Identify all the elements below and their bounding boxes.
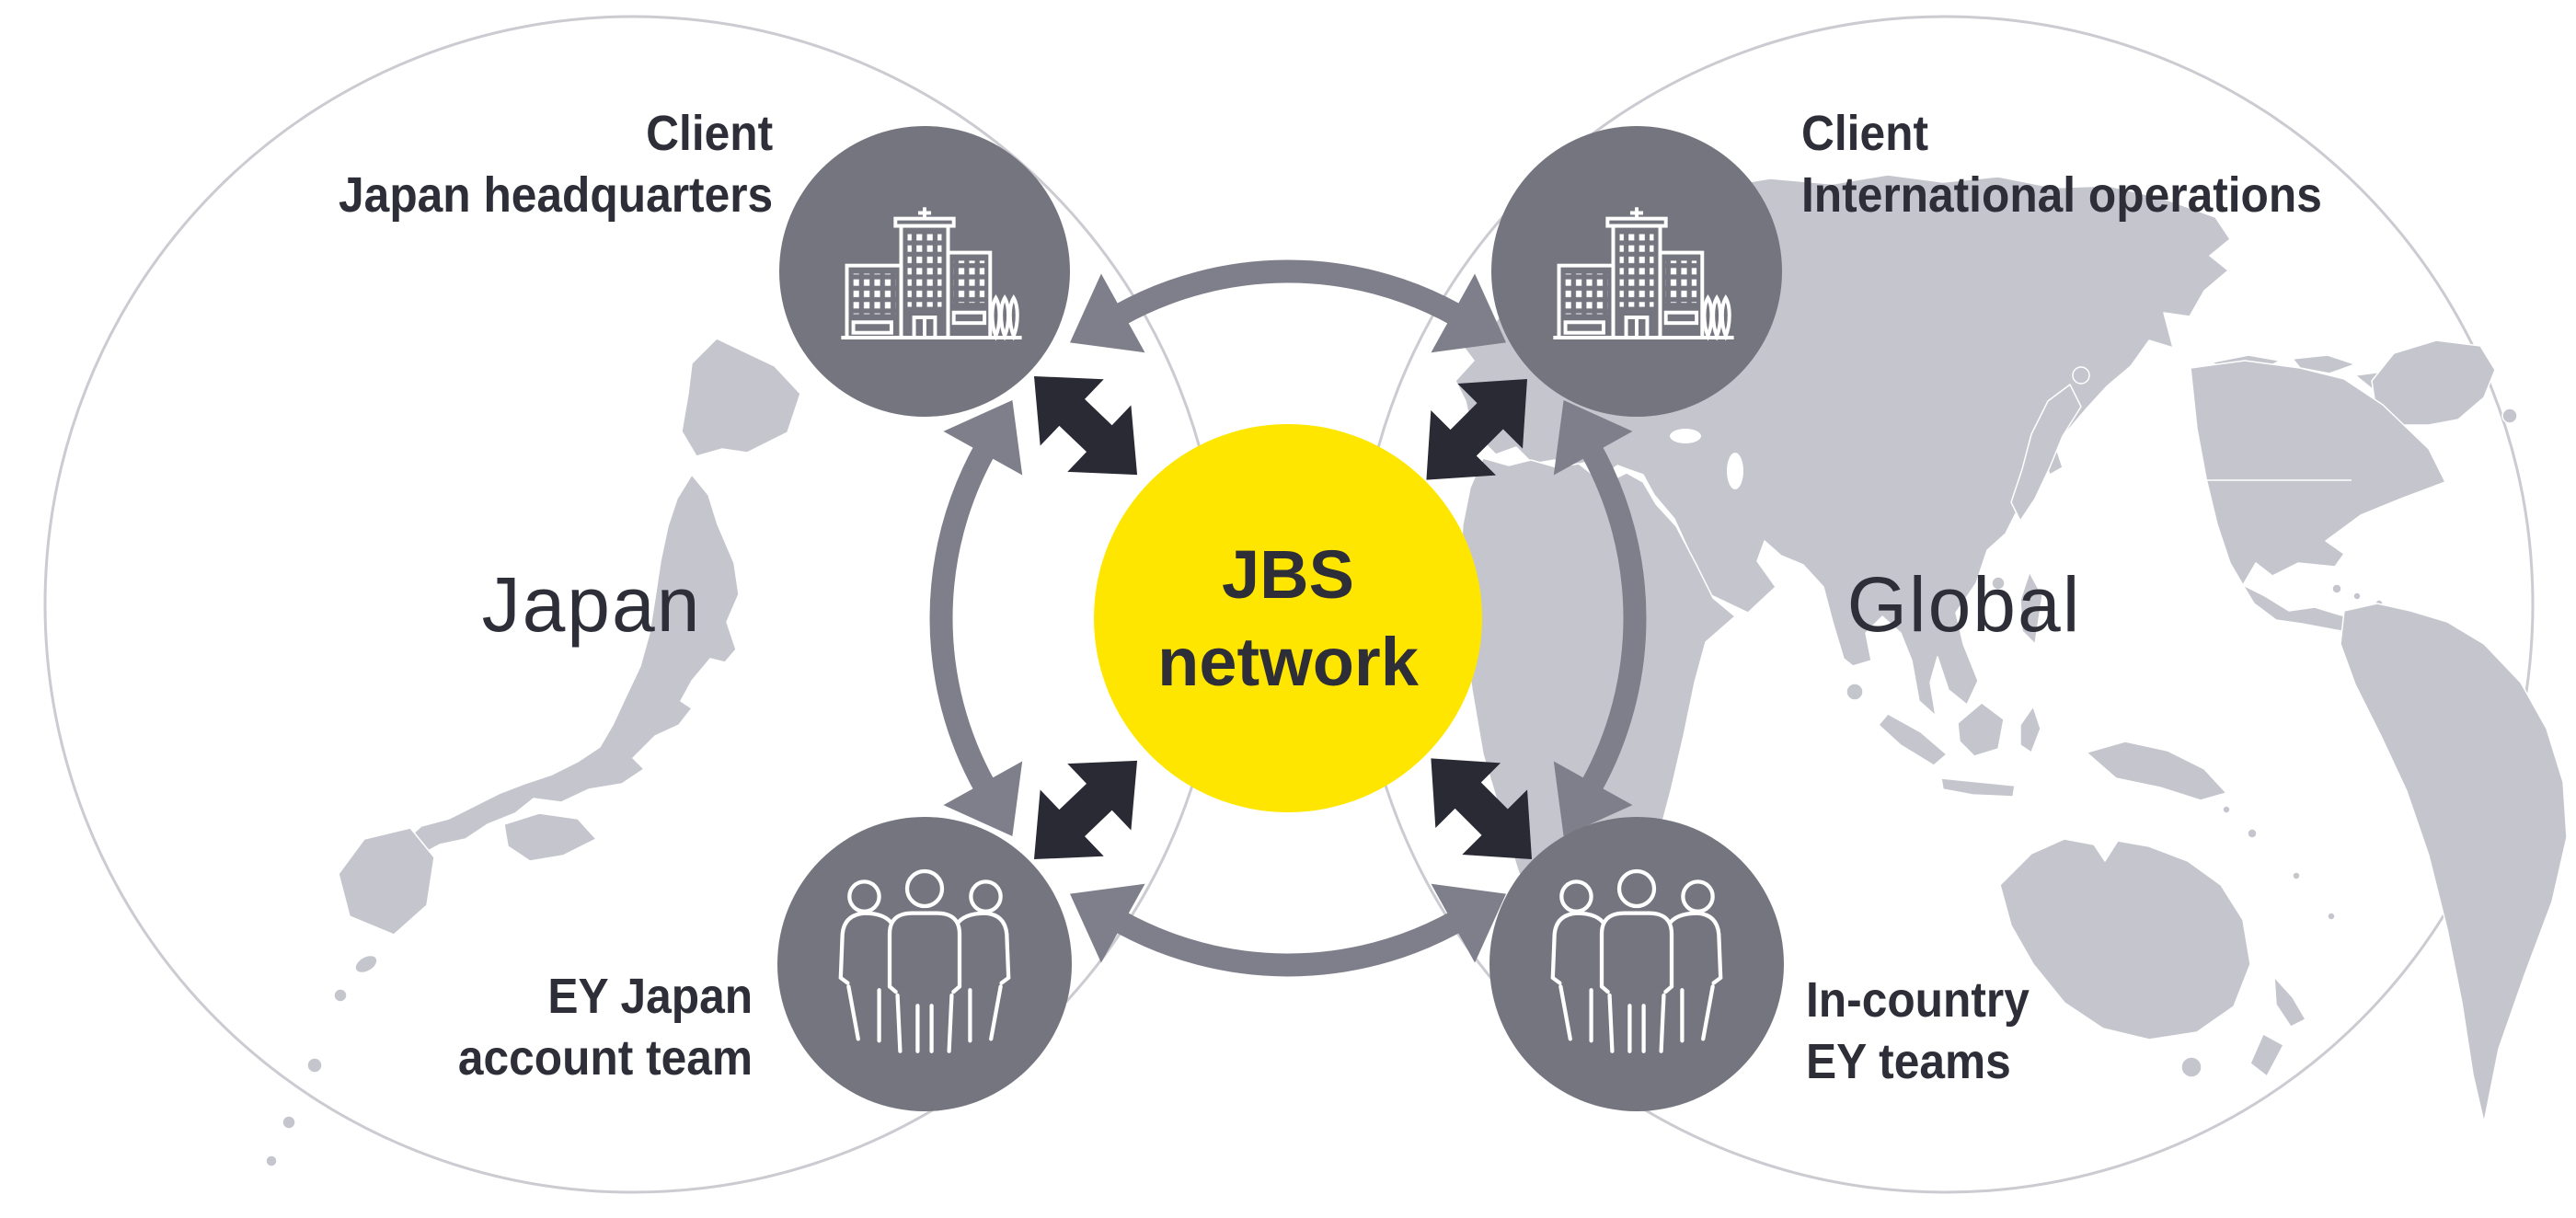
world-map-greenland — [2371, 339, 2496, 426]
label-line: In-country — [1806, 972, 2030, 1028]
curved-arrow-top — [1070, 271, 1506, 352]
world-map-south-america — [2340, 603, 2568, 1123]
curved-arrow-bottom — [1070, 884, 1506, 965]
label-jbs-network: JBS network — [1157, 531, 1419, 706]
japan-map — [265, 338, 801, 1167]
node-client-japan-hq — [779, 126, 1070, 417]
label-line: EY Japan — [547, 969, 753, 1024]
label-line: Client — [645, 106, 773, 161]
curved-arrow-left — [941, 400, 1022, 836]
label-ey-japan-account-team: EY Japan account team — [458, 966, 753, 1089]
world-map-borneo — [1957, 702, 2005, 757]
node-in-country-ey-teams — [1489, 817, 1784, 1111]
world-map-sumatra — [1878, 713, 1948, 766]
label-client-international-operations: Client International operations — [1801, 103, 2322, 226]
japan-map-kyushu — [338, 827, 435, 936]
japan-map-shikoku — [503, 812, 597, 862]
jbs-network-circle — [1094, 424, 1482, 812]
label-region-japan: Japan — [481, 561, 702, 648]
node-ey-japan-account-team — [777, 817, 1072, 1111]
world-map-new-zealand — [2273, 976, 2306, 1028]
label-line: JBS — [1222, 536, 1354, 613]
world-map-new-guinea — [2086, 741, 2227, 801]
label-line: network — [1157, 624, 1419, 700]
label-line: EY teams — [1806, 1034, 2011, 1089]
node-client-international-operations — [1491, 126, 1782, 417]
label-line: account team — [457, 1030, 753, 1086]
label-line: International operations — [1801, 167, 2322, 223]
label-in-country-ey-teams: In-country EY teams — [1806, 970, 2030, 1093]
label-line: Japan headquarters — [338, 167, 773, 223]
label-client-japan-headquarters: Client Japan headquarters — [339, 103, 773, 226]
label-line: Client — [1801, 106, 1929, 161]
world-map-java — [1940, 777, 2016, 798]
world-map-philippines — [2019, 571, 2043, 645]
world-map-north-america — [2190, 360, 2446, 586]
world-map-japan — [2010, 384, 2082, 522]
world-map-sulawesi — [2019, 706, 2041, 753]
japan-map-hokkaido — [681, 338, 801, 457]
japan-map-honshu — [400, 474, 740, 858]
world-map-australia — [1999, 838, 2251, 1040]
label-region-global: Global — [1846, 561, 2082, 648]
